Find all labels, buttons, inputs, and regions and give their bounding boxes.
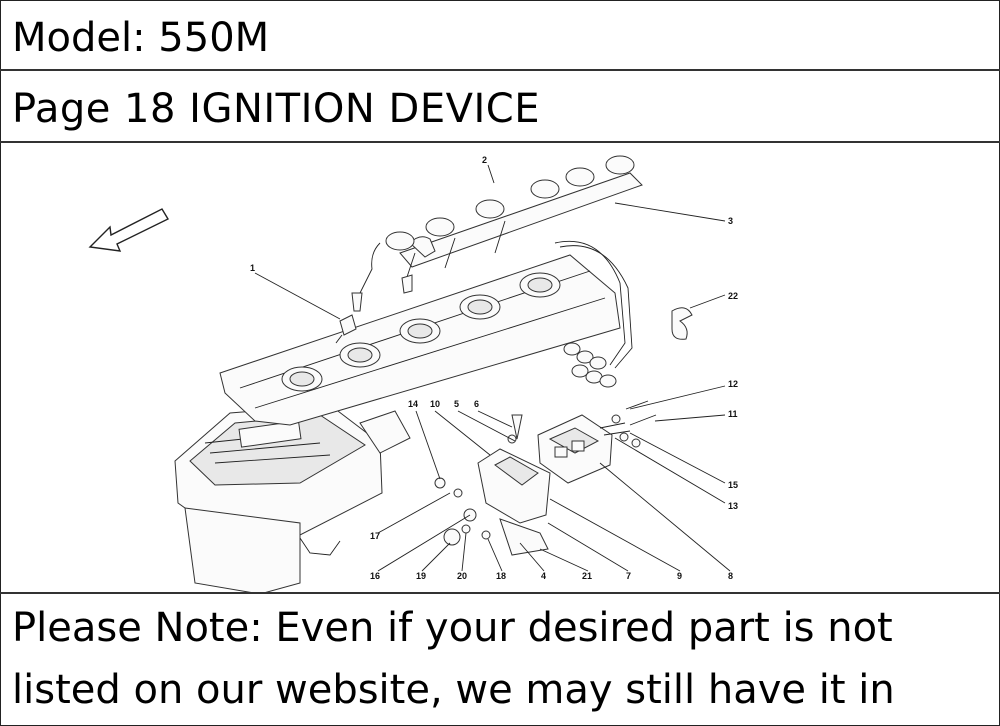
callout-7: 7 xyxy=(626,571,631,581)
callout-11: 11 xyxy=(728,409,738,419)
callout-10: 10 xyxy=(430,399,440,409)
callout-5: 5 xyxy=(454,399,459,409)
callout-20: 20 xyxy=(457,571,467,581)
connector-cluster xyxy=(563,342,617,388)
leader-lines xyxy=(254,164,731,572)
callout-14: 14 xyxy=(408,399,418,409)
callout-13: 13 xyxy=(728,501,738,511)
callout-21: 21 xyxy=(582,571,592,581)
wire-clip xyxy=(671,307,693,340)
cylinder-head-cover xyxy=(219,254,621,426)
callout-16: 16 xyxy=(370,571,380,581)
note-line-1: Please Note: Even if your desired part i… xyxy=(12,605,893,651)
callout-9: 9 xyxy=(677,571,682,581)
callout-15: 15 xyxy=(728,480,738,490)
model-header: Model: 550M xyxy=(0,0,1000,71)
direction-arrow-icon xyxy=(88,208,169,252)
page-header: Page 18 IGNITION DEVICE xyxy=(0,71,1000,143)
callout-19: 19 xyxy=(416,571,426,581)
note-section: Please Note: Even if your desired part i… xyxy=(0,594,1000,726)
spark-plug xyxy=(335,314,357,344)
exploded-parts-diagram: 1 2 3 22 12 11 15 13 14 10 5 6 17 16 19 … xyxy=(0,143,1000,594)
callout-1: 1 xyxy=(250,263,255,273)
callout-22: 22 xyxy=(728,291,738,301)
callout-18: 18 xyxy=(496,571,506,581)
air-box xyxy=(174,404,411,592)
callout-2: 2 xyxy=(482,155,487,165)
page-title: Page 18 IGNITION DEVICE xyxy=(12,86,540,132)
ignition-control-unit xyxy=(537,414,631,484)
callout-6: 6 xyxy=(474,399,479,409)
mounting-bracket xyxy=(477,448,551,556)
callout-3: 3 xyxy=(728,216,733,226)
diagram-svg: 1 2 3 22 12 11 15 13 14 10 5 6 17 16 19 … xyxy=(88,155,738,592)
callout-4: 4 xyxy=(541,571,546,581)
ignition-coil-rail xyxy=(351,155,643,369)
note-line-2: listed on our website, we may still have… xyxy=(12,667,895,713)
callout-8: 8 xyxy=(728,571,733,581)
callout-12: 12 xyxy=(728,379,738,389)
fasteners xyxy=(434,400,657,546)
model-title: Model: 550M xyxy=(12,15,270,61)
callout-17: 17 xyxy=(370,531,380,541)
